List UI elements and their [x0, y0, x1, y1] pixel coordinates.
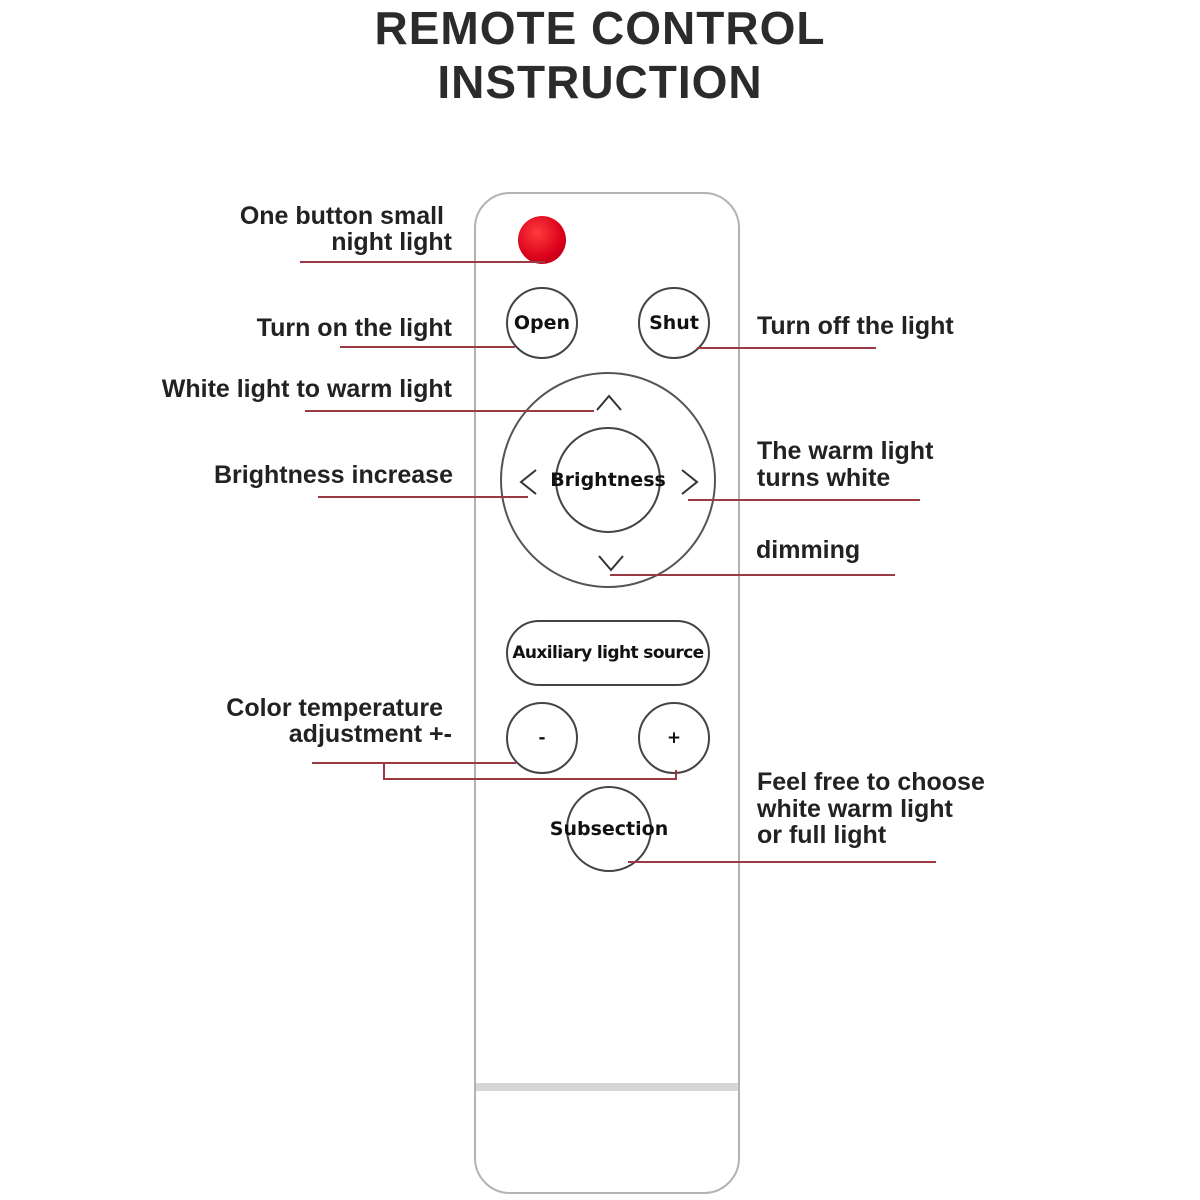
- label-dimming: dimming: [756, 536, 861, 564]
- label-color-temp-1: Color temperature: [226, 694, 443, 722]
- plus-button-label: +: [666, 728, 682, 748]
- minus-button-label: -: [538, 728, 546, 748]
- label-warm-to-white-1: The warm light: [757, 437, 934, 465]
- label-warm-to-white-2: turns white: [757, 464, 891, 492]
- arrow-down-icon: [598, 555, 624, 572]
- open-button[interactable]: Open: [506, 287, 578, 359]
- arrow-left-icon: [519, 469, 537, 495]
- label-white-to-warm: White light to warm light: [161, 375, 452, 403]
- label-feel-free-2: white warm light: [757, 795, 953, 823]
- label-color-temp-2: adjustment +-: [288, 720, 452, 748]
- night-light-button[interactable]: [518, 216, 566, 264]
- shut-button[interactable]: Shut: [638, 287, 710, 359]
- subsection-button-label: Subsection: [549, 818, 669, 840]
- dpad-ring: [500, 372, 716, 588]
- label-night-light-2: night light: [331, 228, 452, 256]
- remote-body: [474, 192, 740, 1194]
- minus-button[interactable]: -: [506, 702, 578, 774]
- brightness-button-label: Brightness: [550, 469, 666, 491]
- open-button-label: Open: [513, 312, 571, 334]
- label-brightness-increase: Brightness increase: [214, 461, 453, 489]
- title-line-1: REMOTE CONTROL: [374, 2, 826, 54]
- leader-color-temp-plus: [383, 763, 677, 780]
- label-turn-off: Turn off the light: [757, 312, 954, 340]
- subsection-button[interactable]: Subsection: [550, 786, 668, 872]
- label-feel-free-3: or full light: [757, 821, 887, 849]
- brightness-button[interactable]: Brightness: [550, 427, 666, 533]
- arrow-right-icon: [681, 469, 699, 495]
- remote-bottom-band: [476, 1083, 738, 1091]
- auxiliary-light-button[interactable]: Auxiliary light source: [506, 620, 710, 686]
- title-line-2: INSTRUCTION: [437, 56, 763, 108]
- label-turn-on: Turn on the light: [256, 314, 452, 342]
- auxiliary-button-label: Auxiliary light source: [512, 643, 704, 663]
- plus-button[interactable]: +: [638, 702, 710, 774]
- shut-button-label: Shut: [649, 312, 699, 334]
- label-night-light-1: One button small: [239, 202, 444, 230]
- arrow-up-icon: [596, 394, 622, 411]
- label-feel-free-1: Feel free to choose: [757, 768, 985, 796]
